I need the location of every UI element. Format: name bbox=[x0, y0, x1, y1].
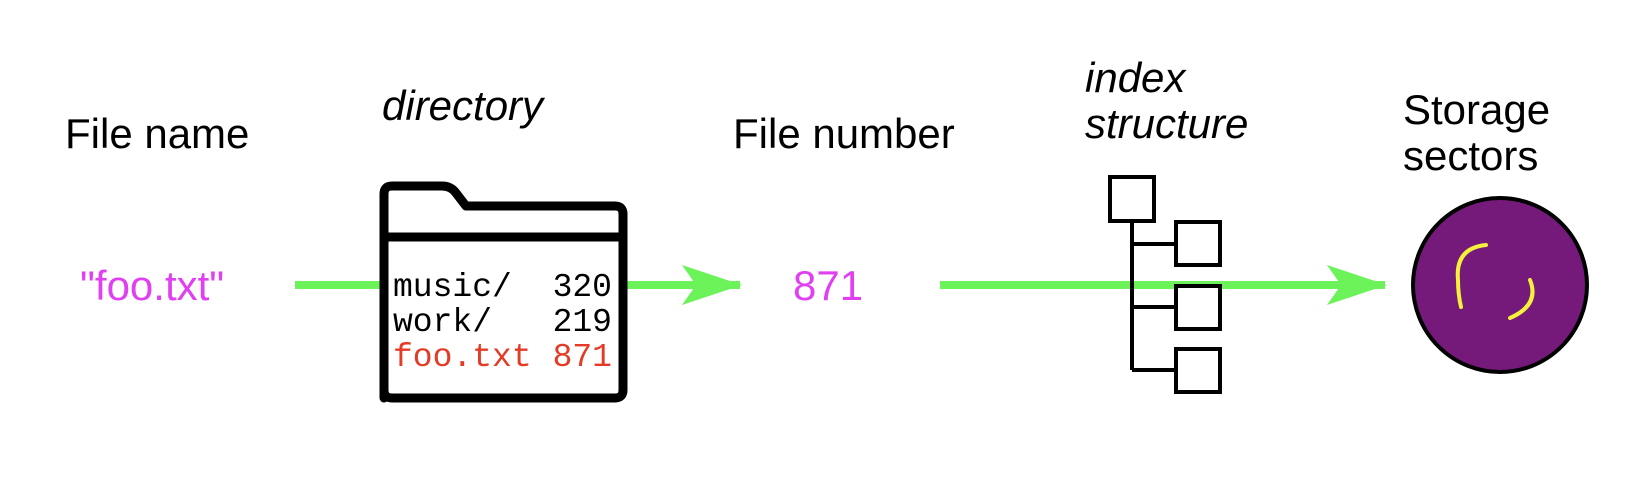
directory-label: directory bbox=[382, 82, 546, 129]
storage-sectors-label-line2: sectors bbox=[1403, 132, 1538, 179]
directory-entry-number-highlighted: 871 bbox=[553, 339, 612, 376]
index-structure-label-line2: structure bbox=[1085, 100, 1248, 147]
disk-icon bbox=[1411, 196, 1589, 374]
index-structure-label-line1: index bbox=[1085, 54, 1187, 101]
tree-icon bbox=[1108, 175, 1222, 394]
folder-icon bbox=[379, 181, 628, 403]
file-name-value: "foo.txt" bbox=[80, 262, 224, 309]
directory-entry-number: 320 bbox=[553, 269, 612, 306]
directory-entry-name: music/ bbox=[393, 269, 512, 306]
directory-entry-name-highlighted: foo.txt bbox=[393, 339, 532, 376]
file-number-value: 871 bbox=[793, 262, 863, 309]
storage-sectors-label-line1: Storage bbox=[1403, 86, 1550, 133]
directory-entry-name: work/ bbox=[393, 304, 492, 341]
file-number-label: File number bbox=[733, 110, 955, 157]
directory-entries: music/ 320 work/ 219 foo.txt 871 bbox=[393, 269, 612, 376]
directory-entry-number: 219 bbox=[553, 304, 612, 341]
file-name-label: File name bbox=[65, 110, 249, 157]
